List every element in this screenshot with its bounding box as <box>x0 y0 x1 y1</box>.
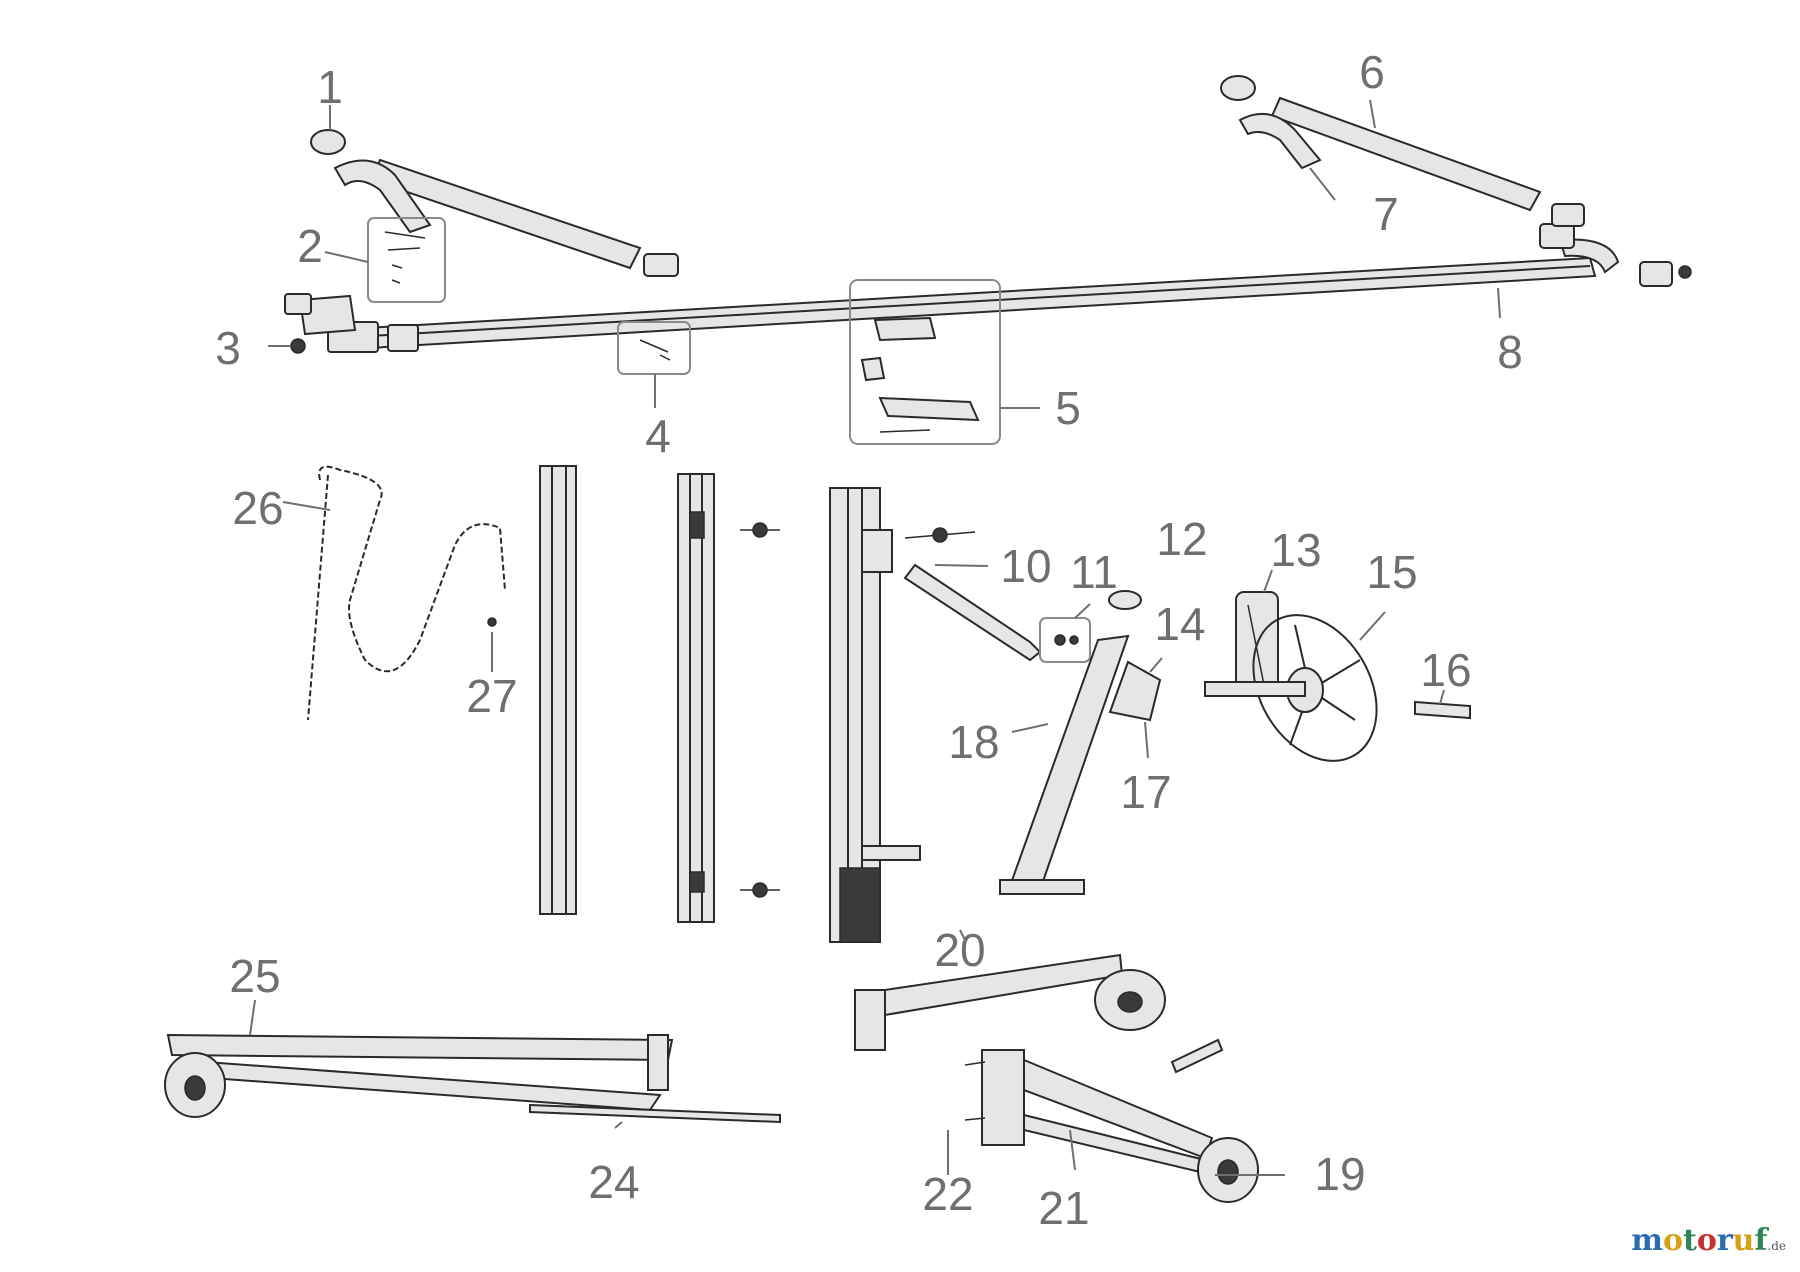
callout-26: 26 <box>232 482 283 534</box>
callout-7: 7 <box>1373 188 1399 240</box>
callout-13: 13 <box>1270 524 1321 576</box>
left-base-leg <box>164 1033 781 1124</box>
callout-4: 4 <box>645 410 671 462</box>
callout-25: 25 <box>229 950 280 1002</box>
handwheel <box>1252 614 1378 762</box>
callout-14: 14 <box>1154 598 1205 650</box>
tilt-column <box>1008 634 1130 892</box>
cap-12 <box>1108 590 1142 610</box>
watermark-text: motoruf <box>1631 1223 1768 1258</box>
handle <box>1414 700 1471 720</box>
callout-19: 19 <box>1314 1148 1365 1200</box>
callout-8: 8 <box>1497 326 1523 378</box>
callout-18: 18 <box>948 716 999 768</box>
callout-10: 10 <box>1000 540 1051 592</box>
left-upper-arm <box>310 129 679 277</box>
callout-5: 5 <box>1055 382 1081 434</box>
winch-arm <box>903 563 1042 662</box>
callout-16: 16 <box>1420 644 1471 696</box>
watermark-logo: motoruf.de <box>1631 1223 1786 1258</box>
callout-24: 24 <box>588 1156 639 1208</box>
callout-12: 12 <box>1156 513 1207 565</box>
column-section-inner <box>829 487 921 943</box>
callout-3: 3 <box>215 322 241 374</box>
callout-17: 17 <box>1120 766 1171 818</box>
callout-11: 11 <box>1070 546 1118 598</box>
column-section-outer <box>539 465 577 915</box>
callout-15: 15 <box>1366 546 1417 598</box>
watermark-suffix: .de <box>1767 1239 1786 1253</box>
callout-1: 1 <box>317 61 343 113</box>
callout-22: 22 <box>922 1168 973 1220</box>
callout-20: 20 <box>934 924 985 976</box>
main-boom <box>284 223 1692 354</box>
leader-lines <box>249 99 1501 1176</box>
right-base-leg <box>854 953 1259 1203</box>
column-section-middle <box>677 473 715 923</box>
chain <box>318 465 506 673</box>
right-upper-arm <box>1220 75 1585 227</box>
kit-box-2 <box>367 217 446 303</box>
callout-6: 6 <box>1359 46 1385 98</box>
callout-2: 2 <box>297 220 323 272</box>
callout-27: 27 <box>466 670 517 722</box>
callout-21: 21 <box>1038 1182 1089 1234</box>
kit-box-5 <box>849 279 1001 445</box>
